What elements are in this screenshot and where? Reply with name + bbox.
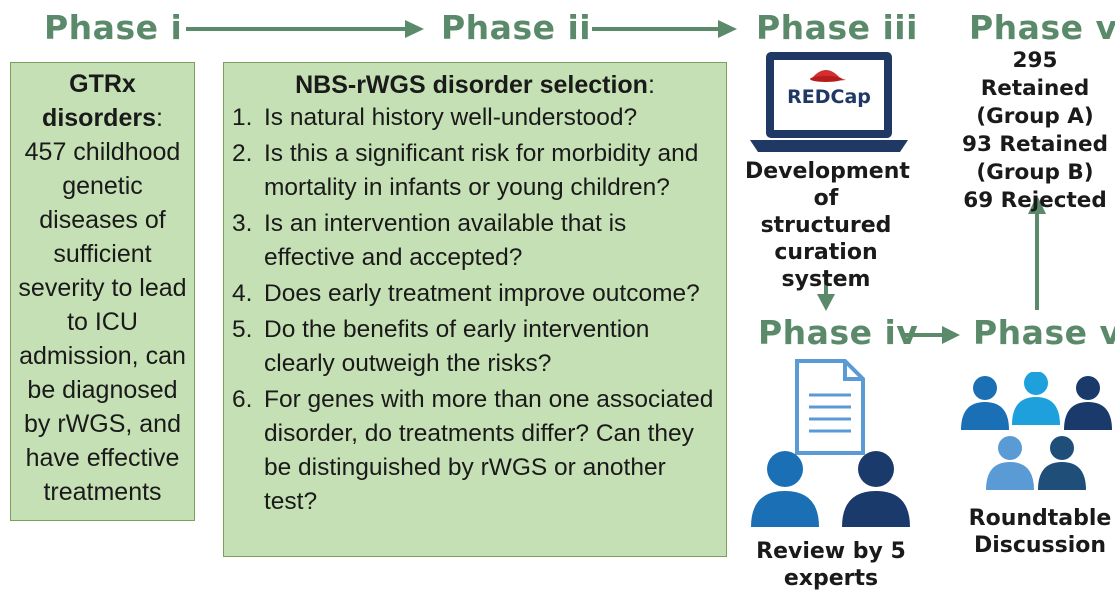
criterion-item: 5. Do the benefits of early intervention … <box>232 313 718 381</box>
criterion-text: Is this a significant risk for morbidity… <box>264 140 699 201</box>
result-line: (Group B) <box>976 160 1094 185</box>
result-line: 295 Retained <box>980 48 1090 101</box>
arrowhead-p2-p3 <box>718 20 737 38</box>
review-icons <box>751 359 910 527</box>
gtrx-title-line2: disorders <box>42 104 156 132</box>
group-people-icon <box>961 372 1112 490</box>
gtrx-colon: : <box>155 104 163 132</box>
nbs-title: NBS-rWGS disorder selection <box>295 71 648 99</box>
gtrx-description-line: severity to lead <box>18 274 187 302</box>
gtrx-box: GTRx disorders: 457 childhood genetic dise… <box>10 62 195 521</box>
phase-iv-heading: Phase iv <box>758 313 919 352</box>
criterion-item: 4. Does early treatment improve outcome? <box>232 277 718 311</box>
phase5-caption-line: Roundtable <box>968 506 1112 531</box>
phase4-caption: Review by 5 experts <box>745 538 917 592</box>
criterion-text: Is an intervention available that is eff… <box>264 210 627 271</box>
laptop-redcap-icon: REDCap <box>750 52 908 152</box>
criterion-item: 6. For genes with more than one associate… <box>232 383 718 519</box>
criteria-list: 1. Is natural history well-understood? 2. I… <box>224 101 726 519</box>
phase-v-heading: Phase v <box>973 313 1115 352</box>
phase3-caption: Development of structured curation syste… <box>745 158 910 293</box>
phase-i-heading: Phase i <box>44 8 183 47</box>
gtrx-description-line: diseases of <box>39 206 166 234</box>
phase3-caption-line: curation <box>774 240 878 265</box>
gtrx-description-line: be diagnosed <box>27 376 178 404</box>
arrowhead-p3-p4 <box>817 294 835 311</box>
result-line: 69 Rejected <box>963 188 1107 213</box>
result-line: 93 Retained <box>962 132 1108 157</box>
phase3-caption-line: of structured <box>760 186 892 238</box>
criterion-number: 6. <box>232 386 253 413</box>
gtrx-description-line: treatments <box>43 478 162 506</box>
arrowhead-p4-p5 <box>942 326 960 344</box>
arrowhead-p1-p2 <box>405 20 424 38</box>
criterion-item: 1. Is natural history well-understood? <box>232 101 718 135</box>
redcap-logo-text: REDCap <box>787 86 871 108</box>
phase3-caption-line: system <box>781 267 871 292</box>
criterion-text: Is natural history well-understood? <box>264 104 638 131</box>
criterion-text: Do the benefits of early intervention cl… <box>264 316 650 377</box>
criterion-text: Does early treatment improve outcome? <box>264 280 700 307</box>
criterion-number: 3. <box>232 210 253 237</box>
criterion-item: 2. Is this a significant risk for morbidi… <box>232 137 718 205</box>
phase3-caption-line: Development <box>745 159 910 184</box>
gtrx-title-line1: GTRx <box>69 70 136 98</box>
gtrx-description-line: by rWGS, and <box>24 410 181 438</box>
gtrx-description-line: genetic <box>62 172 143 200</box>
phase6-results: 295 Retained (Group A) 93 Retained (Grou… <box>955 47 1115 215</box>
two-people-icon <box>751 451 910 527</box>
criterion-text: For genes with more than one associated … <box>264 386 714 515</box>
document-icon <box>795 359 865 455</box>
phase5-caption-line: Discussion <box>973 533 1107 558</box>
phase-ii-heading: Phase ii <box>441 8 592 47</box>
nbs-colon: : <box>647 71 655 99</box>
criterion-number: 1. <box>232 104 253 131</box>
criterion-item: 3. Is an intervention available that is e… <box>232 207 718 275</box>
gtrx-description-line: sufficient <box>53 240 152 268</box>
phase4-caption-line: Review by 5 <box>756 539 906 564</box>
phase4-caption-line: experts <box>783 566 879 591</box>
phase-vi-heading: Phase vi <box>969 8 1115 47</box>
criterion-number: 4. <box>232 280 253 307</box>
phase-iii-heading: Phase iii <box>756 8 918 47</box>
arrowhead-p5-p6 <box>1028 195 1046 214</box>
criterion-number: 5. <box>232 316 253 343</box>
gtrx-description-line: admission, can <box>19 342 186 370</box>
nbs-criteria-box: NBS-rWGS disorder selection: 1. Is natura… <box>223 62 727 557</box>
criterion-number: 2. <box>232 140 253 167</box>
phase5-caption: Roundtable Discussion <box>960 505 1115 559</box>
gtrx-description-line: have effective <box>25 444 180 472</box>
gtrx-description-line: to ICU <box>67 308 138 336</box>
result-line: (Group A) <box>976 104 1094 129</box>
gtrx-description-line: 457 childhood <box>24 138 181 166</box>
